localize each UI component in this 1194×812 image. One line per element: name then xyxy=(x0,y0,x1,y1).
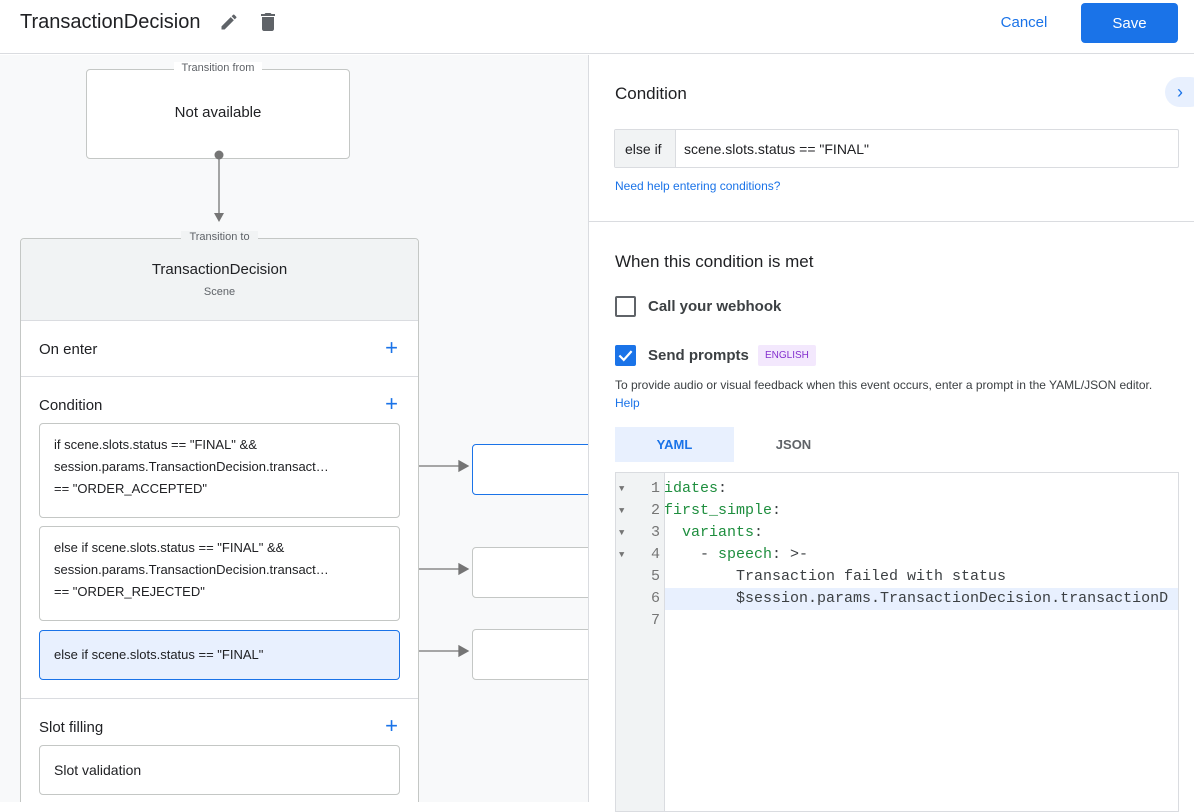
prompt-description: To provide audio or visual feedback when… xyxy=(615,378,1153,392)
code-text: Transaction failed with status xyxy=(664,568,1007,585)
flow-canvas: Transition from Not available Transition… xyxy=(0,55,588,802)
transition-to-legend: Transition to xyxy=(181,231,258,243)
on-enter-label: On enter xyxy=(39,341,98,358)
condition-label: Condition xyxy=(39,397,103,414)
condition-target-3[interactable] xyxy=(472,629,588,680)
scene-title: TransactionDecision xyxy=(20,11,201,33)
transition-from-card: Transition from Not available xyxy=(86,62,350,159)
when-met-heading: When this condition is met xyxy=(615,252,814,271)
code-text: : xyxy=(754,524,764,541)
save-button[interactable]: Save xyxy=(1081,3,1178,43)
prompt-help-link[interactable]: Help xyxy=(615,396,640,410)
condition-panel: › Condition else if scene.slots.status =… xyxy=(588,55,1194,812)
line-number: 4 xyxy=(650,546,660,563)
help-conditions-link[interactable]: Need help entering conditions? xyxy=(615,179,781,193)
condition-line: session.params.TransactionDecision.trans… xyxy=(54,562,329,577)
code-text: : xyxy=(772,502,782,519)
line-number: 3 xyxy=(650,524,660,541)
condition-line: else if scene.slots.status == "FINAL" xyxy=(54,647,264,662)
add-condition-icon[interactable]: + xyxy=(385,391,398,416)
code-indent xyxy=(664,524,682,541)
condition-input[interactable]: else if scene.slots.status == "FINAL" xyxy=(614,129,1179,168)
condition-line: == "ORDER_ACCEPTED" xyxy=(54,481,207,496)
line-number: 1 xyxy=(650,480,660,497)
code-indent: - xyxy=(664,546,719,563)
cancel-button[interactable]: Cancel xyxy=(1000,13,1048,31)
fold-arrow-icon[interactable]: ▼ xyxy=(619,484,625,494)
slot-filling-label: Slot filling xyxy=(39,719,104,736)
condition-item[interactable]: if scene.slots.status == "FINAL" && sess… xyxy=(39,423,400,518)
webhook-checkbox[interactable] xyxy=(615,296,636,317)
line-number: 6 xyxy=(650,590,660,607)
condition-target-2[interactable] xyxy=(472,547,588,598)
tab-yaml[interactable]: YAML xyxy=(615,427,734,462)
prompts-checkbox[interactable] xyxy=(615,345,636,366)
add-on-enter-icon[interactable]: + xyxy=(385,335,398,360)
slot-validation-item[interactable]: Slot validation xyxy=(39,745,400,795)
code-key: idates xyxy=(664,480,719,497)
fold-arrow-icon[interactable]: ▼ xyxy=(619,528,625,538)
condition-line: if scene.slots.status == "FINAL" && xyxy=(54,437,257,452)
line-number: 2 xyxy=(650,502,660,519)
fold-arrow-icon[interactable]: ▼ xyxy=(619,550,625,560)
add-slot-icon[interactable]: + xyxy=(385,713,398,738)
condition-item[interactable]: else if scene.slots.status == "FINAL" &&… xyxy=(39,526,400,621)
condition-target-1[interactable] xyxy=(472,444,588,495)
line-number: 7 xyxy=(650,612,660,629)
code-line: ▼ 4 - speech: >- xyxy=(616,544,1178,566)
header: TransactionDecision Cancel Save xyxy=(0,0,1194,54)
edit-icon[interactable] xyxy=(219,12,239,32)
checkmark-icon xyxy=(618,350,633,362)
condition-heading: Condition xyxy=(615,84,687,103)
condition-line: session.params.TransactionDecision.trans… xyxy=(54,459,329,474)
transition-from-legend: Transition from xyxy=(173,62,263,74)
code-key: first_simple xyxy=(664,502,773,519)
condition-value[interactable]: scene.slots.status == "FINAL" xyxy=(684,141,870,157)
prompts-label: Send prompts xyxy=(648,347,749,364)
line-number: 5 xyxy=(650,568,660,585)
slot-filling-section: Slot filling + Slot validation xyxy=(21,698,418,802)
divider xyxy=(589,221,1194,222)
condition-prefix: else if xyxy=(615,130,676,167)
code-line: 7 xyxy=(616,610,1178,632)
scene-name: TransactionDecision xyxy=(151,261,288,278)
condition-section: Condition + if scene.slots.status == "FI… xyxy=(21,376,418,698)
tab-json[interactable]: JSON xyxy=(775,437,812,452)
delete-icon[interactable] xyxy=(256,10,280,34)
scene-card: Transition to TransactionDecision Scene … xyxy=(20,231,419,802)
code-key: variants xyxy=(682,524,755,541)
on-enter-section: On enter + xyxy=(21,320,418,376)
collapse-panel-icon[interactable]: › xyxy=(1165,77,1194,107)
condition-line: else if scene.slots.status == "FINAL" && xyxy=(54,540,285,555)
condition-item-selected[interactable]: else if scene.slots.status == "FINAL" xyxy=(39,630,400,680)
code-text: $session.params.TransactionDecision.tran… xyxy=(664,590,1169,607)
code-text: : >- xyxy=(772,546,809,563)
fold-arrow-icon[interactable]: ▼ xyxy=(619,506,625,516)
code-line: 5 Transaction failed with status xyxy=(616,566,1178,588)
webhook-label: Call your webhook xyxy=(648,298,782,315)
language-badge: ENGLISH xyxy=(758,345,816,366)
scene-type: Scene xyxy=(203,286,236,298)
transition-from-value: Not available xyxy=(174,104,262,121)
code-line: 6 $session.params.TransactionDecision.tr… xyxy=(616,588,1178,610)
condition-line: == "ORDER_REJECTED" xyxy=(54,584,205,599)
code-key: speech xyxy=(718,546,773,563)
code-line: ▼ 3 variants: xyxy=(616,522,1178,544)
code-text: : xyxy=(718,480,728,497)
